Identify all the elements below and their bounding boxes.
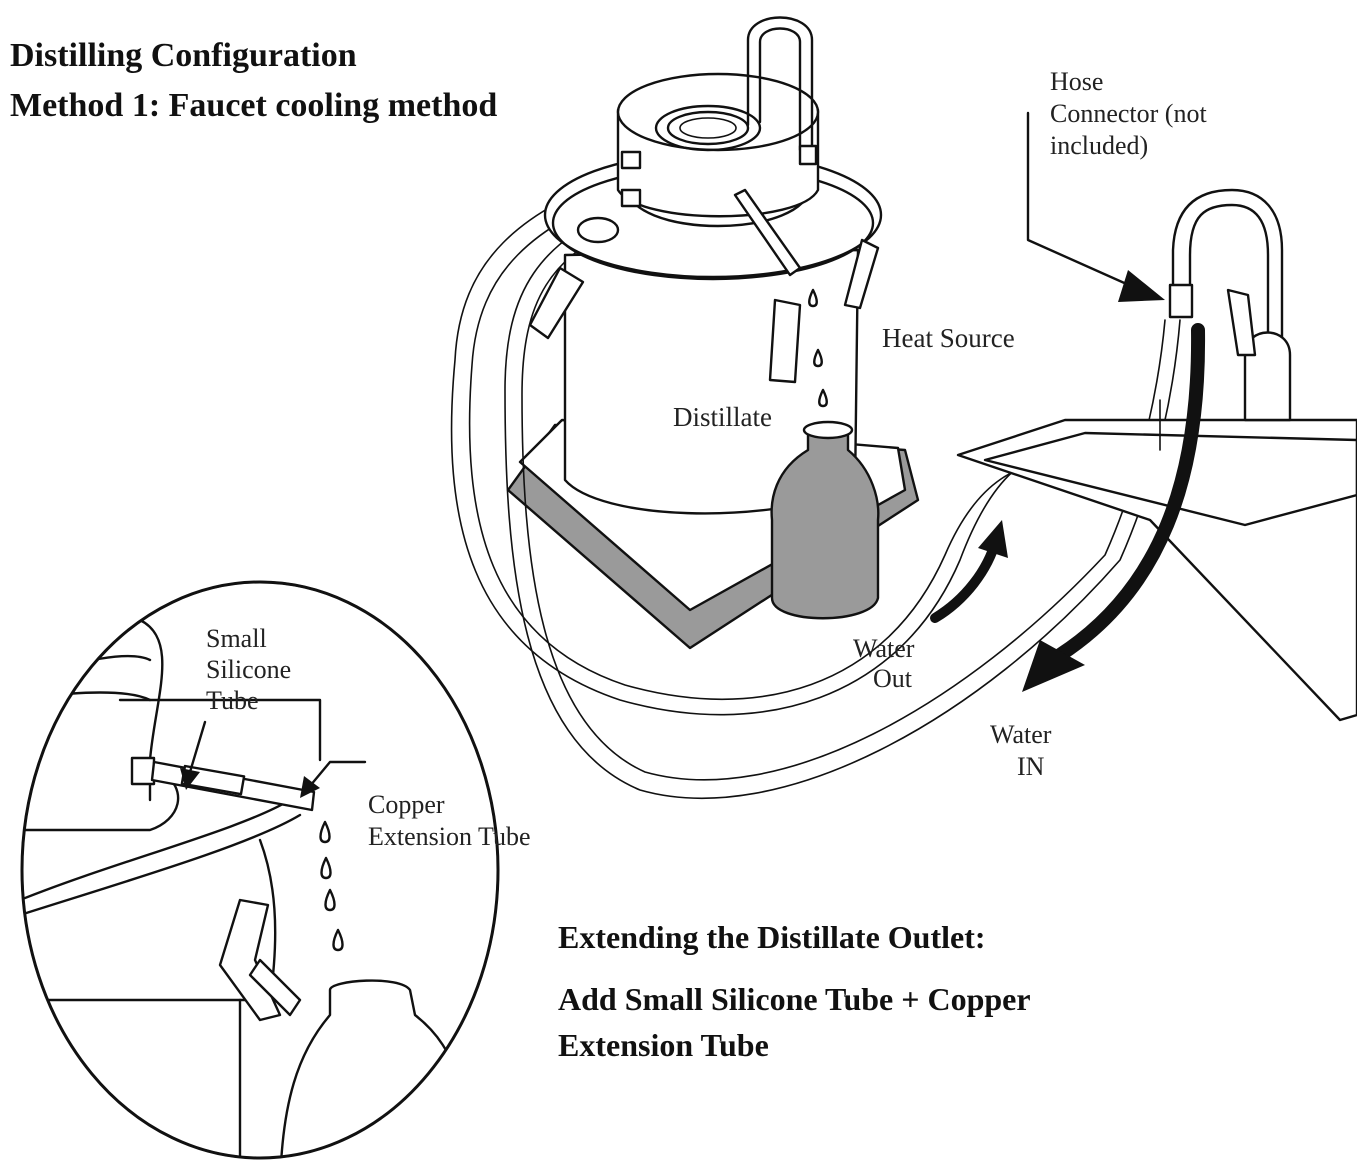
water-out-label-2: Out	[873, 664, 913, 693]
title-block: Distilling Configuration Method 1: Fauce…	[10, 37, 497, 124]
main-labels: Hose Connector (not included) Heat Sourc…	[673, 67, 1207, 781]
distillate-label: Distillate	[673, 402, 772, 432]
caption-line-2: Extension Tube	[558, 1027, 769, 1063]
caption-block: Extending the Distillate Outlet: Add Sma…	[558, 919, 1031, 1063]
hose-connector-label-2: Connector (not	[1050, 99, 1207, 128]
small-silicone-tube-label-1: Small	[206, 624, 267, 653]
water-in-label-1: Water	[990, 720, 1052, 749]
copper-extension-tube-label-2: Extension Tube	[368, 822, 531, 851]
title-line-1: Distilling Configuration	[10, 37, 357, 74]
flow-arrows	[930, 111, 1206, 692]
caption-heading: Extending the Distillate Outlet:	[558, 919, 986, 955]
caption-line-1: Add Small Silicone Tube + Copper	[558, 981, 1031, 1017]
copper-extension-tube-label-1: Copper	[368, 790, 445, 819]
small-silicone-tube-label-2: Silicone	[206, 655, 291, 684]
water-in-label-2: IN	[1017, 752, 1045, 781]
distillate-bottle	[770, 420, 880, 620]
small-silicone-tube-label-3: Tube	[206, 686, 259, 715]
hose-connector-label-1: Hose	[1050, 67, 1103, 96]
hose-connector-label-3: included)	[1050, 131, 1148, 160]
distiller-pot	[528, 16, 883, 515]
heat-source-label: Heat Source	[882, 323, 1015, 353]
detail-inset: Small Silicone Tube	[20, 580, 500, 1160]
faucet	[1168, 188, 1292, 422]
sink-counter	[956, 399, 1357, 722]
title-line-2: Method 1: Faucet cooling method	[10, 87, 497, 124]
water-out-label-1: Water	[853, 634, 915, 663]
